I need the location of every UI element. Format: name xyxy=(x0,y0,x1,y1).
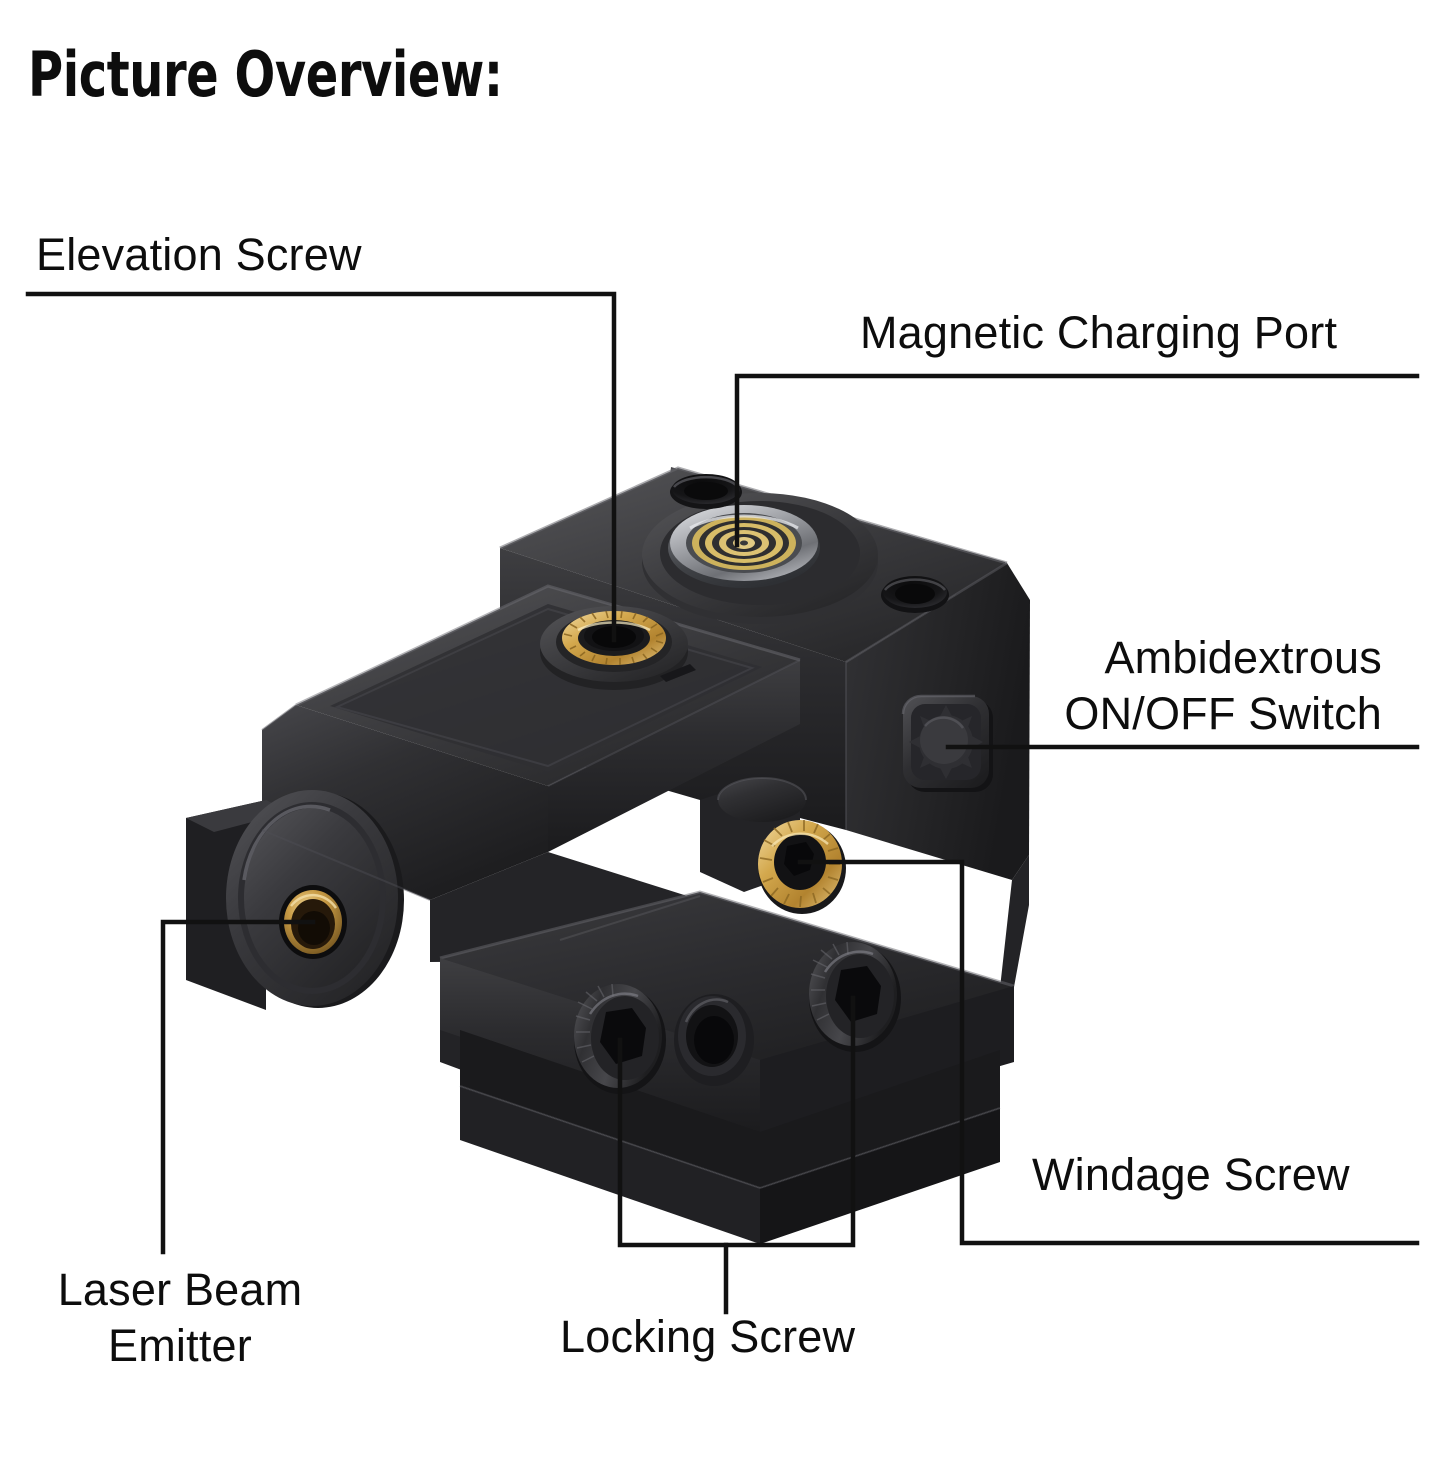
callout-label-laser-line2: Emitter xyxy=(108,1320,252,1372)
top-right-screw-hole xyxy=(881,576,949,613)
body-bevel-lines xyxy=(261,829,701,941)
magnetic-charging-port xyxy=(642,493,878,624)
vent-slot xyxy=(660,664,696,682)
callout-label-laser-line1: Laser Beam xyxy=(57,1264,303,1315)
callout-label-ambidextrous-line2: ON/OFF Switch xyxy=(1064,688,1382,740)
callout-label-ambidextrous-switch: Ambidextrous ON/OFF Switch xyxy=(1042,630,1382,743)
callout-label-magnetic-charging-port: Magnetic Charging Port xyxy=(860,307,1338,358)
ambidextrous-on-off-switch[interactable] xyxy=(901,694,993,792)
laser-beam-emitter xyxy=(186,790,404,1010)
callout-label-elevation-screw: Elevation Screw xyxy=(36,229,362,280)
top-rear-screw-hole xyxy=(670,474,742,509)
page-title: Picture Overview: xyxy=(28,38,503,111)
callout-label-locking-screw: Locking Screw xyxy=(560,1311,856,1362)
mounting-hole xyxy=(674,994,754,1086)
windage-screw xyxy=(758,820,846,914)
callout-label-laser-beam-emitter: Laser Beam Emitter xyxy=(40,1262,320,1375)
callout-label-ambidextrous-line1: Ambidextrous xyxy=(1104,632,1382,683)
callout-label-windage-screw: Windage Screw xyxy=(1032,1149,1350,1200)
